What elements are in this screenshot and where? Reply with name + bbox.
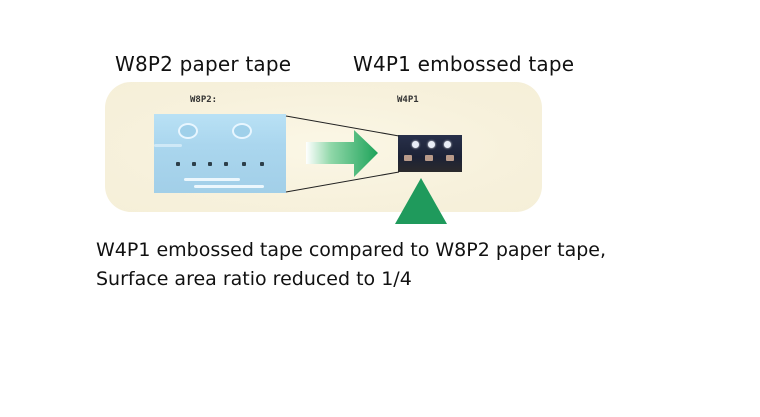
zoom-line-top <box>286 116 399 136</box>
caption-line-2: Surface area ratio reduced to 1/4 <box>96 265 606 294</box>
up-triangle-icon <box>395 178 447 224</box>
zoom-line-bottom <box>286 172 399 192</box>
comparison-caption: W4P1 embossed tape compared to W8P2 pape… <box>96 236 606 294</box>
caption-line-1: W4P1 embossed tape compared to W8P2 pape… <box>96 236 606 265</box>
right-arrow-icon <box>306 130 378 177</box>
